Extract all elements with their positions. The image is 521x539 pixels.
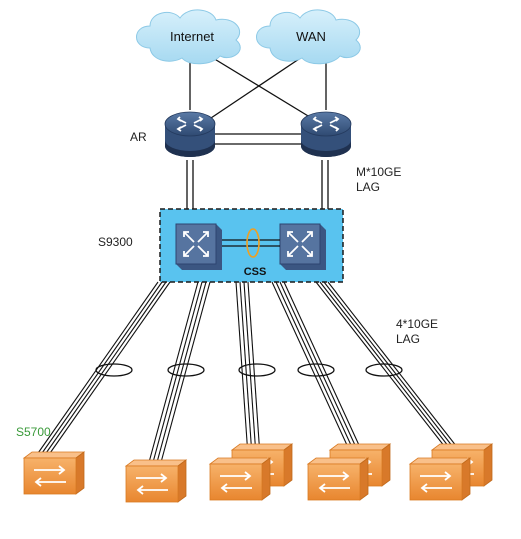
- uplink-lag-links: [186, 160, 329, 210]
- core-switch-right: [279, 223, 326, 270]
- access-switch-5-front: [408, 457, 472, 501]
- access-switch-2: [124, 459, 188, 503]
- internet-cloud: Internet: [136, 9, 241, 65]
- downlink-lag-links: [35, 281, 465, 467]
- downlink-lag-rings: [95, 363, 403, 377]
- downlink-lag-label: LAG: [396, 332, 420, 346]
- access-switch-3-front: [208, 457, 272, 501]
- router-right: [300, 111, 352, 157]
- uplink-lag-label: LAG: [356, 180, 380, 194]
- s5700-label: S5700: [16, 425, 51, 439]
- css-lag-ring: [246, 228, 260, 258]
- core-switch-left: [175, 223, 222, 270]
- wan-label: WAN: [296, 29, 326, 44]
- s9300-label: S9300: [98, 235, 133, 249]
- access-switch-4-front: [306, 457, 370, 501]
- downlink-lag-speed-label: 4*10GE: [396, 317, 438, 331]
- core-css-cluster: CSS: [159, 208, 344, 283]
- internet-label: Internet: [170, 29, 214, 44]
- wan-cloud: WAN: [256, 9, 361, 65]
- router-arrows-icon: [312, 116, 340, 132]
- access-switch-group: [22, 443, 494, 503]
- css-stack-links: [222, 239, 280, 247]
- ar-label: AR: [130, 130, 147, 144]
- access-switch-1: [22, 451, 86, 495]
- css-label: CSS: [244, 266, 267, 278]
- switch-arrows-icon: [287, 231, 313, 257]
- uplink-lag-speed-label: M*10GE: [356, 165, 401, 179]
- router-left: [164, 111, 216, 157]
- switch-arrows-icon: [183, 231, 209, 257]
- wan-links: [189, 54, 327, 145]
- router-arrows-icon: [176, 116, 204, 132]
